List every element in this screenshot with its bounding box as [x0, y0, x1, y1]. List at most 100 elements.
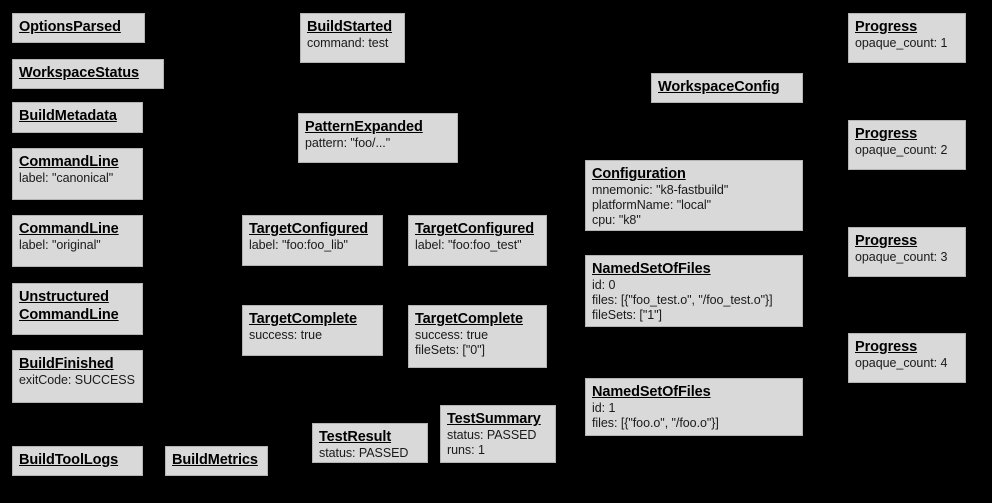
node-title: WorkspaceStatus — [19, 65, 139, 81]
node-title-wrap: NamedSetOfFiles — [592, 260, 796, 278]
node-field: opaque_count: 1 — [855, 36, 948, 50]
node-field: label: "foo:foo_test" — [415, 238, 522, 252]
node-title-wrap: TestResult — [319, 428, 421, 446]
node-title-wrap: Progress — [855, 338, 959, 356]
node-title: TargetComplete — [249, 311, 357, 327]
node-title: TestSummary — [447, 411, 541, 427]
node-field: files: [{"foo_test.o", "/foo_test.o"}] — [592, 293, 773, 307]
node-workspace-config[interactable]: WorkspaceConfig — [651, 73, 803, 103]
node-title-wrap: TargetConfigured — [415, 220, 540, 238]
node-title: TargetConfigured — [415, 221, 534, 237]
node-title-wrap: BuildMetrics — [172, 451, 261, 469]
node-title-line: WorkspaceStatus — [19, 64, 157, 82]
node-title: Unstructured — [19, 289, 109, 305]
node-title-wrap: CommandLine — [19, 220, 136, 238]
node-title-line: BuildFinished — [19, 355, 136, 373]
node-field: fileSets: ["0"] — [415, 343, 485, 357]
node-field: id: 0 — [592, 278, 616, 292]
node-title-line: NamedSetOfFiles — [592, 383, 796, 401]
node-title-wrap: Progress — [855, 232, 959, 250]
node-field: runs: 1 — [447, 443, 485, 457]
node-title: NamedSetOfFiles — [592, 261, 711, 277]
node-title-line: Progress — [855, 125, 959, 143]
node-title: CommandLine — [19, 154, 119, 170]
node-field: files: [{"foo.o", "/foo.o"}] — [592, 416, 719, 430]
node-title-line: CommandLine — [19, 153, 136, 171]
node-title: Progress — [855, 233, 918, 249]
node-title-line: NamedSetOfFiles — [592, 260, 796, 278]
node-title-wrap: OptionsParsed — [19, 18, 138, 36]
node-title-wrap: BuildMetadata — [19, 107, 136, 125]
node-title-line: PatternExpanded — [305, 118, 451, 136]
node-field: exitCode: SUCCESS — [19, 373, 135, 387]
node-title: NamedSetOfFiles — [592, 384, 711, 400]
node-title-wrap: BuildFinished — [19, 355, 136, 373]
node-title-wrap: NamedSetOfFiles — [592, 383, 796, 401]
node-field: pattern: "foo/..." — [305, 136, 391, 150]
node-title-line: Configuration — [592, 165, 796, 183]
node-title: BuildToolLogs — [19, 452, 119, 468]
node-title-line: TargetConfigured — [415, 220, 540, 238]
node-title: TargetComplete — [415, 311, 523, 327]
node-options-parsed[interactable]: OptionsParsed — [12, 13, 145, 43]
node-field: command: test — [307, 36, 389, 50]
node-title-wrap: Progress — [855, 125, 959, 143]
node-title: BuildFinished — [19, 356, 114, 372]
node-field: label: "foo:foo_lib" — [249, 238, 348, 252]
node-title: TestResult — [319, 429, 392, 445]
node-title-wrap: TargetComplete — [415, 310, 540, 328]
node-field: cpu: "k8" — [592, 213, 641, 227]
node-title-wrap: Progress — [855, 18, 959, 36]
node-workspace-status[interactable]: WorkspaceStatus — [12, 59, 164, 89]
node-field: success: true — [415, 328, 488, 342]
node-title: Configuration — [592, 166, 686, 182]
node-title-line: TargetComplete — [415, 310, 540, 328]
node-title-line: BuildMetrics — [172, 451, 261, 469]
node-title-line: CommandLine — [19, 220, 136, 238]
node-title: BuildMetrics — [172, 452, 258, 468]
node-title-wrap: BuildStarted — [307, 18, 398, 36]
node-title-line: TargetConfigured — [249, 220, 376, 238]
node-title: BuildMetadata — [19, 108, 117, 124]
node-title-wrap: WorkspaceStatus — [19, 64, 157, 82]
node-field: fileSets: ["1"] — [592, 308, 662, 322]
node-title-wrap: BuildToolLogs — [19, 451, 136, 469]
node-title-line: CommandLine — [19, 306, 136, 324]
node-title-line: BuildToolLogs — [19, 451, 136, 469]
node-title-wrap: Configuration — [592, 165, 796, 183]
node-title-line: TargetComplete — [249, 310, 376, 328]
node-build-metadata[interactable]: BuildMetadata — [12, 102, 143, 133]
node-build-metrics[interactable]: BuildMetrics — [165, 446, 268, 476]
node-title-wrap: PatternExpanded — [305, 118, 451, 136]
node-title-line: Progress — [855, 338, 959, 356]
node-title-line: TestSummary — [447, 410, 549, 428]
node-title-wrap: TargetComplete — [249, 310, 376, 328]
node-build-tool-logs[interactable]: BuildToolLogs — [12, 446, 143, 476]
node-title-line: Progress — [855, 232, 959, 250]
node-field: label: "canonical" — [19, 171, 114, 185]
node-title-line: BuildMetadata — [19, 107, 136, 125]
node-field: mnemonic: "k8-fastbuild" — [592, 183, 729, 197]
node-title: CommandLine — [19, 221, 119, 237]
